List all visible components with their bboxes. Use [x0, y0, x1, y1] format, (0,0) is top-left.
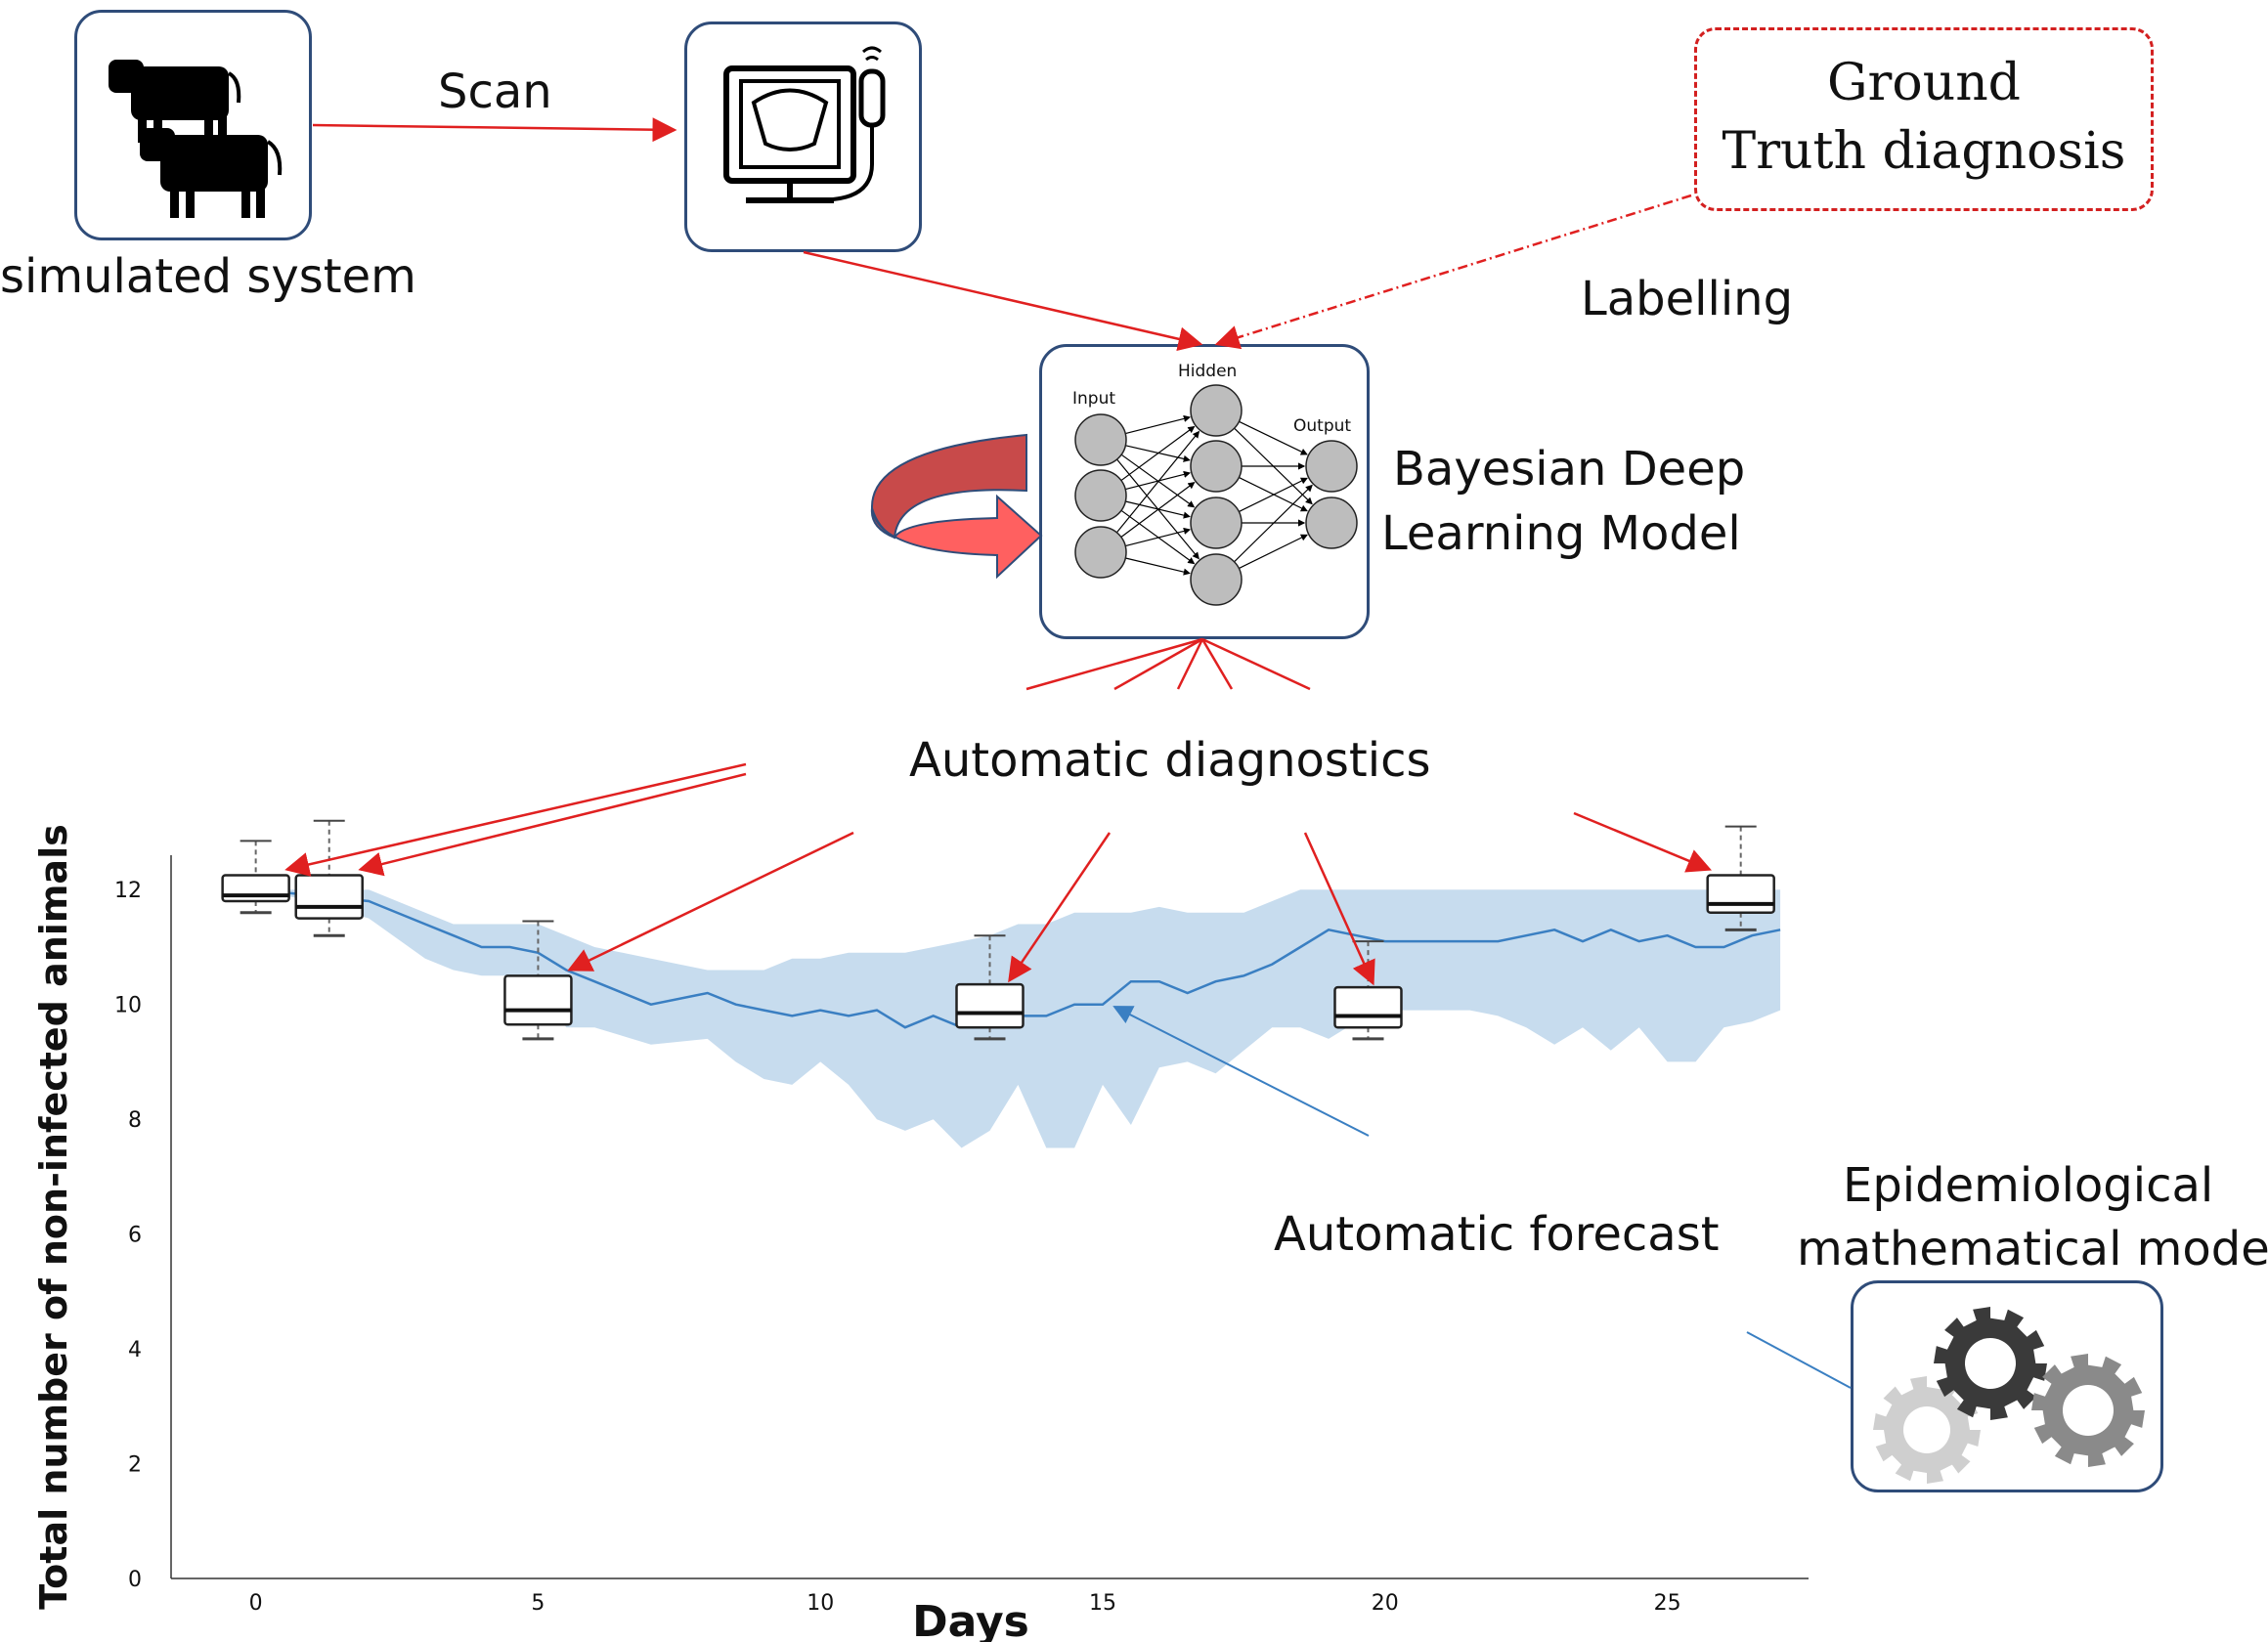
fan-line — [1025, 637, 1203, 691]
x-tick-label: 10 — [807, 1591, 834, 1616]
nn-connection — [1125, 470, 1192, 491]
neural-network-icon — [1074, 384, 1358, 606]
nn-connection — [1239, 477, 1308, 513]
boxplot — [294, 819, 364, 937]
scan-arrow — [312, 117, 677, 143]
nn-hidden-node — [1190, 440, 1243, 493]
diagnostic-arrow — [1573, 811, 1712, 873]
nn-hidden-node — [1190, 497, 1243, 549]
nn-connection — [1125, 527, 1192, 547]
y-tick-label: 4 — [128, 1338, 142, 1362]
nn-output-node — [1305, 440, 1358, 493]
x-tick-label: 5 — [531, 1591, 545, 1616]
y-tick-label: 8 — [128, 1108, 142, 1133]
nn-hidden-node — [1190, 553, 1243, 606]
epi-model-connector — [1746, 1331, 1852, 1389]
y-tick-label: 12 — [114, 879, 142, 903]
box-iqr — [1706, 874, 1775, 914]
nn-connection — [1239, 420, 1308, 455]
epi-model-line1: Epidemiological — [1843, 1158, 2214, 1213]
ground-truth-box — [1694, 27, 2154, 211]
nn-connection — [1120, 482, 1196, 538]
bdl-model-line1: Bayesian Deep — [1393, 442, 1746, 497]
y-tick-label: 10 — [114, 994, 142, 1018]
labelling-arrow — [1214, 194, 1692, 350]
bdl-model-box — [1039, 344, 1370, 639]
fan-line — [1200, 638, 1234, 690]
ground-truth-line2: Truth diagnosis — [1722, 122, 2126, 181]
labelling-label: Labelling — [1581, 272, 1794, 326]
nn-output-label: Output — [1293, 416, 1352, 436]
nn-output-node — [1305, 497, 1358, 549]
x-axis-label: Days — [912, 1597, 1029, 1642]
box-iqr — [955, 982, 1025, 1029]
nn-hidden-label: Hidden — [1178, 362, 1238, 381]
nn-connection — [1120, 509, 1196, 565]
x-tick-label: 20 — [1372, 1591, 1399, 1616]
ground-truth-line1: Ground — [1827, 54, 2021, 112]
box-iqr — [294, 874, 364, 920]
y-axis-label: Total number of non-infected animals — [32, 824, 75, 1609]
ultrasound-box — [684, 22, 922, 252]
scanner-to-model-arrow — [803, 250, 1203, 352]
automatic-forecast-label: Automatic forecast — [1274, 1207, 1720, 1262]
nn-connection — [1239, 534, 1308, 570]
diagnostic-arrow — [1303, 832, 1375, 986]
dark-gear-icon — [1934, 1307, 2047, 1420]
fan-line — [1201, 637, 1311, 691]
y-tick-label: 2 — [128, 1453, 142, 1478]
bdl-model-line2: Learning Model — [1381, 506, 1741, 561]
nn-connection — [1239, 476, 1308, 512]
scan-label: Scan — [438, 65, 552, 119]
forecast-line — [255, 887, 1781, 1029]
diagnostic-arrow — [567, 831, 854, 972]
forecast-pointer-arrow — [1112, 1006, 1370, 1137]
x-tick-label: 0 — [249, 1591, 263, 1616]
diagnostic-arrow — [284, 762, 747, 877]
cow-silhouettes-icon — [109, 60, 283, 218]
nn-connection — [1125, 445, 1191, 462]
boxplot — [1706, 825, 1775, 931]
simulated-system-label: simulated system — [0, 249, 416, 304]
y-tick-label: 0 — [128, 1568, 142, 1592]
ultrasound-machine-icon — [723, 46, 886, 203]
x-tick-label: 25 — [1654, 1591, 1681, 1616]
mid-gear-icon — [2031, 1354, 2145, 1467]
nn-connection — [1125, 414, 1192, 435]
diagnostic-arrow — [1008, 832, 1112, 983]
light-gear-icon — [1873, 1376, 1981, 1484]
box-iqr — [1333, 985, 1403, 1029]
nn-connection — [1125, 500, 1191, 519]
nn-connection — [1120, 425, 1196, 482]
recurrent-arrow-icon — [870, 433, 1043, 580]
x-tick-label: 15 — [1089, 1591, 1116, 1616]
fan-line — [1113, 637, 1203, 691]
fan-line — [1176, 638, 1204, 690]
nn-hidden-node — [1190, 384, 1243, 437]
nn-connection — [1115, 430, 1200, 534]
diagnostic-arrow — [358, 772, 747, 877]
boxplot — [955, 934, 1025, 1041]
boxplot — [221, 840, 290, 915]
gears-icon — [1873, 1307, 2145, 1484]
epi-model-box — [1851, 1280, 2163, 1492]
box-iqr — [503, 974, 573, 1026]
nn-input-node — [1074, 413, 1127, 466]
boxplot — [503, 920, 573, 1041]
y-tick-label: 6 — [128, 1224, 142, 1248]
simulated-system-box — [74, 10, 312, 240]
nn-connection — [1125, 557, 1191, 576]
epi-model-line2: mathematical model — [1797, 1222, 2268, 1276]
nn-input-node — [1074, 526, 1127, 579]
nn-input-node — [1074, 469, 1127, 522]
nn-connection — [1234, 484, 1313, 563]
nn-input-label: Input — [1072, 389, 1116, 409]
automatic-diagnostics-label: Automatic diagnostics — [909, 733, 1431, 788]
